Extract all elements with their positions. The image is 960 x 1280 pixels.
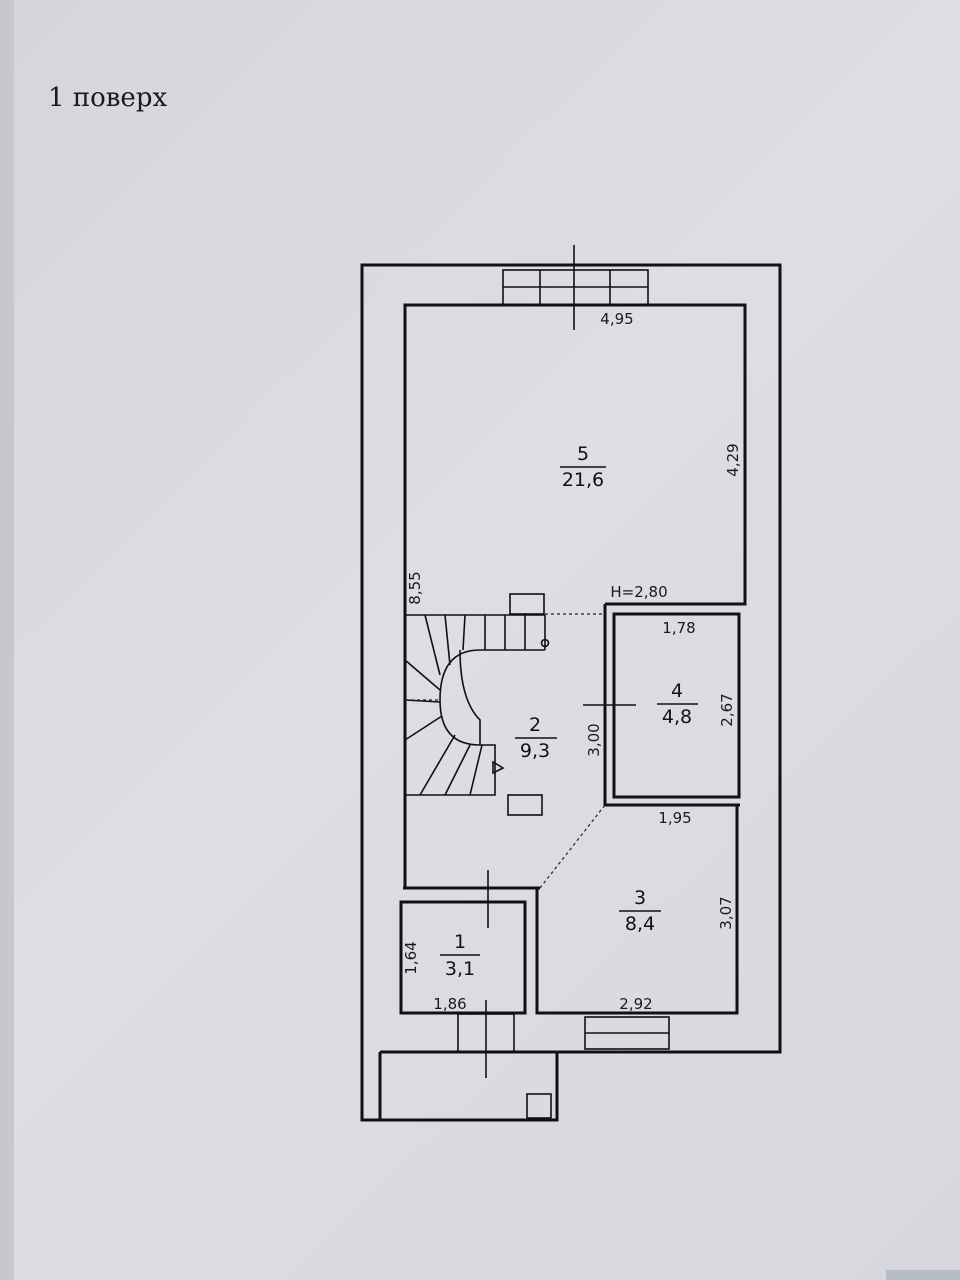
room-1-label: 1 3,1 — [440, 931, 480, 980]
dim-room4-width: 1,78 — [662, 619, 695, 637]
paper-edge-shadow — [0, 0, 14, 1280]
svg-text:4: 4 — [671, 680, 683, 702]
column-top — [509, 593, 545, 615]
svg-text:4,8: 4,8 — [662, 706, 692, 728]
dim-room1-depth: 1,64 — [402, 941, 420, 974]
svg-text:3,1: 3,1 — [445, 958, 475, 980]
room-5-wall — [403, 303, 747, 606]
svg-text:3: 3 — [634, 887, 646, 909]
svg-text:8,4: 8,4 — [625, 913, 655, 935]
room-4-label: 4 4,8 — [657, 680, 698, 728]
svg-text:2: 2 — [529, 714, 541, 736]
dim-room3-depth: 3,07 — [717, 896, 735, 929]
svg-text:5: 5 — [577, 443, 589, 465]
dim-room3-top: 1,95 — [658, 809, 691, 827]
floor-title: 1 поверх — [48, 83, 167, 113]
room-1-wall — [399, 900, 527, 1015]
room-3-label: 3 8,4 — [619, 887, 661, 935]
dim-room5-width: 4,95 — [600, 310, 633, 328]
column-bottom — [507, 794, 543, 816]
porch-post — [526, 1093, 552, 1119]
dim-room4-depth: 2,67 — [718, 693, 736, 726]
page-corner-mark — [886, 1270, 960, 1280]
dim-room1-width: 1,86 — [433, 995, 466, 1013]
room-2-label: 2 9,3 — [515, 714, 557, 762]
dim-total-depth: 8,55 — [406, 571, 424, 604]
svg-text:9,3: 9,3 — [520, 740, 550, 762]
room-5-label: 5 21,6 — [560, 443, 606, 491]
outer-wall — [360, 263, 782, 1122]
ceiling-height: H=2,80 — [610, 583, 667, 601]
room-3-wall — [535, 803, 739, 1015]
dim-room5-depth: 4,29 — [724, 443, 742, 476]
room-3-diagonal — [539, 804, 606, 889]
svg-text:1: 1 — [454, 931, 466, 953]
svg-text:21,6: 21,6 — [562, 469, 604, 491]
staircase — [404, 614, 550, 796]
dim-room3-bottom: 2,92 — [619, 995, 652, 1013]
dim-hall-width: 3,00 — [585, 723, 603, 756]
